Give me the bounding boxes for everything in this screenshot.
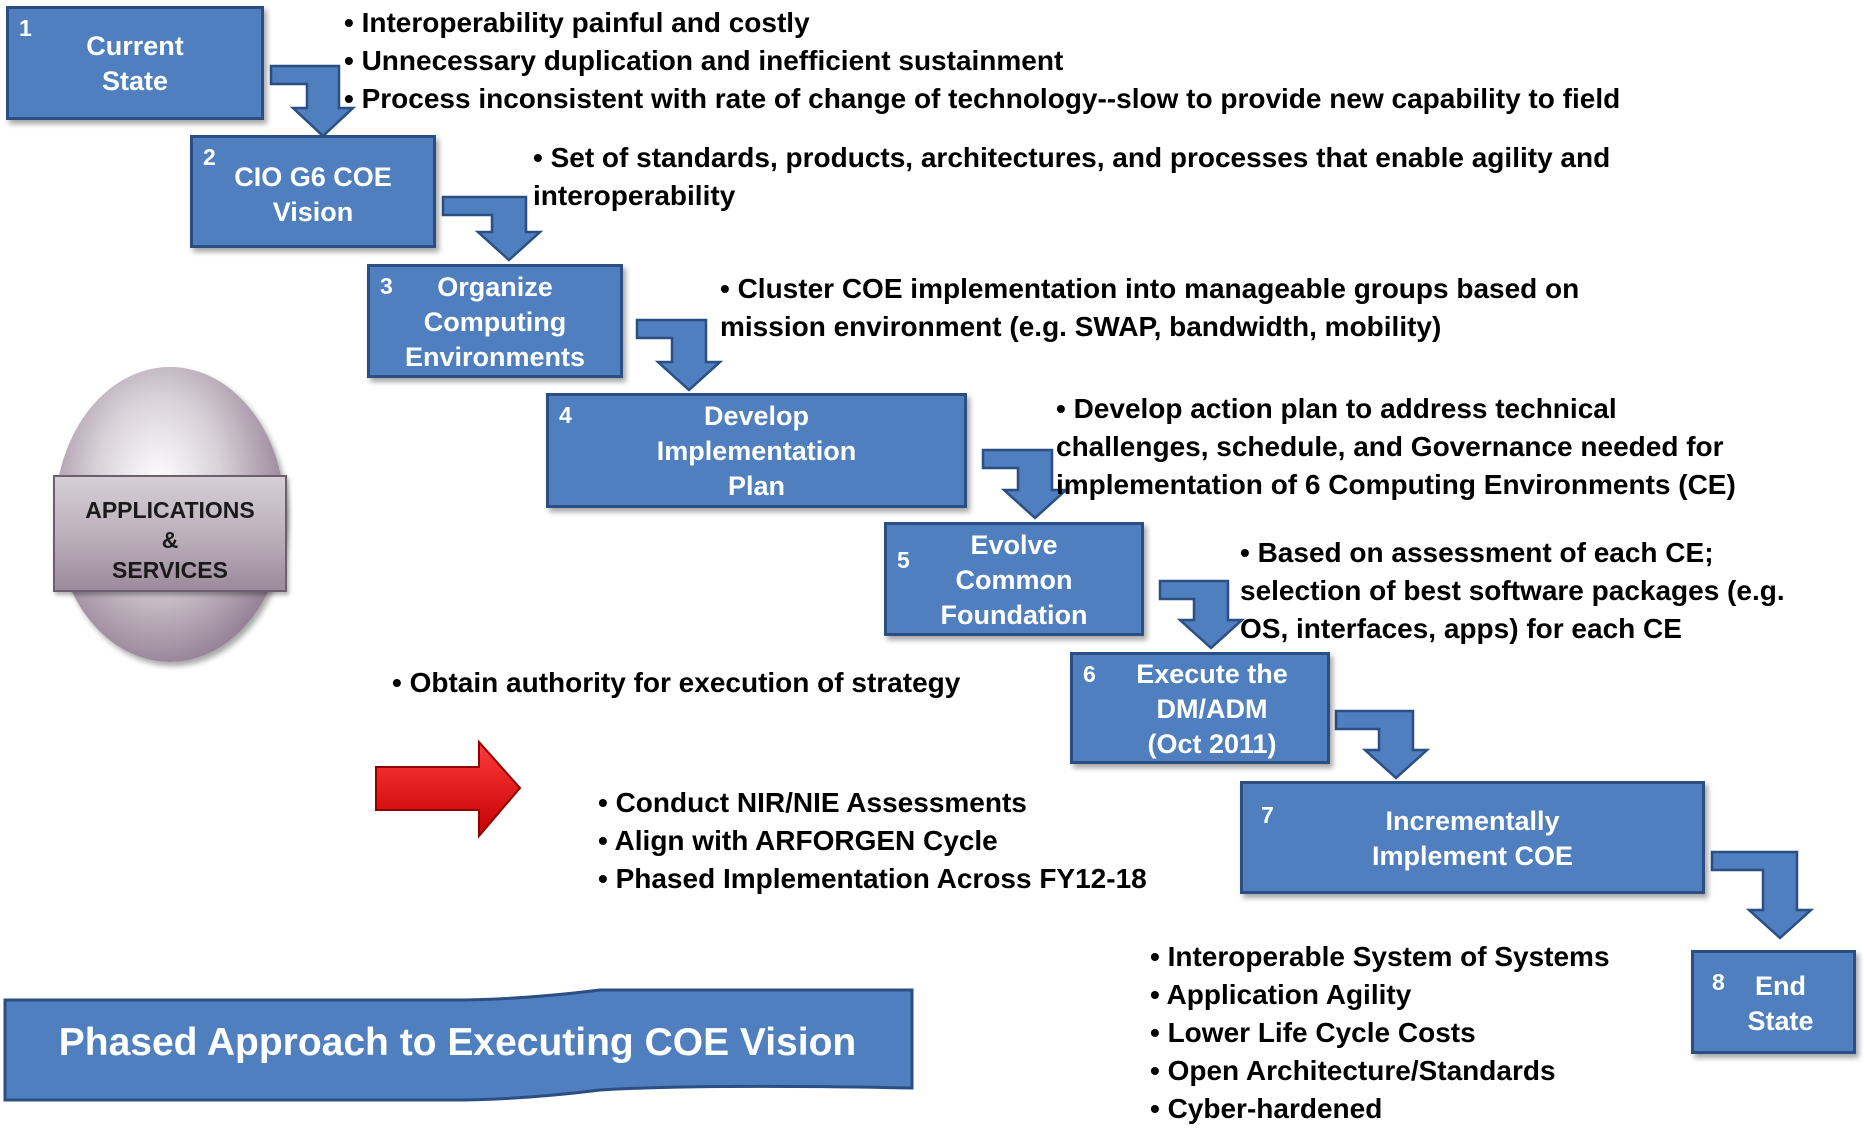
- connector-3-4: [635, 318, 724, 392]
- execute-bullet: • Obtain authority for execution of stra…: [392, 667, 961, 698]
- bullet-item: • Cluster COE implementation into manage…: [720, 273, 1580, 304]
- step-box-7: 7 Incrementally Implement COE: [1240, 781, 1705, 894]
- step-number: 1: [19, 15, 32, 41]
- red-arrow-icon: [375, 739, 522, 839]
- bullet-item: selection of best software packages (e.g…: [1240, 575, 1785, 606]
- step-label-line: Organize: [437, 272, 553, 302]
- step-label-line: Current: [86, 31, 184, 61]
- step-number: 7: [1261, 802, 1274, 828]
- connector-4-5: [981, 448, 1070, 520]
- band-line: &: [161, 527, 179, 553]
- step-label-line: Foundation: [940, 600, 1088, 630]
- bullet-item: implementation of 6 Computing Environmen…: [1056, 469, 1736, 500]
- step-label-line: End: [1755, 971, 1806, 1001]
- bullet-item: • Process inconsistent with rate of chan…: [344, 83, 1621, 114]
- step-label-line: State: [101, 66, 169, 96]
- applications-services-band: [53, 475, 287, 592]
- current-state-bullets: • Interoperability painful and costly • …: [344, 4, 1620, 118]
- step-label-line: Implement COE: [1371, 841, 1574, 871]
- bullet-item: • Align with ARFORGEN Cycle: [598, 825, 998, 856]
- step-label-line: Develop: [703, 401, 810, 431]
- step-box-6: 6 Execute the DM/ADM (Oct 2011): [1070, 652, 1330, 764]
- connector-6-7: [1334, 709, 1431, 780]
- step-number: 8: [1712, 969, 1725, 995]
- bullet-item: • Based on assessment of each CE;: [1240, 537, 1714, 568]
- bullet-item: • Open Architecture/Standards: [1150, 1055, 1556, 1086]
- step-label-line: Execute the: [1136, 659, 1288, 689]
- end-state-bullets: • Interoperable System of Systems • Appl…: [1150, 938, 1610, 1128]
- step-number: 2: [203, 144, 216, 170]
- banner-title: Phased Approach to Executing COE Vision: [58, 1021, 857, 1064]
- step-label-line: State: [1747, 1006, 1814, 1036]
- evolve-bullets: • Based on assessment of each CE; select…: [1240, 534, 1785, 648]
- connector-5-6: [1158, 579, 1246, 650]
- step-number: 5: [897, 547, 910, 573]
- bullet-item: • Develop action plan to address technic…: [1056, 393, 1617, 424]
- bullet-item: OS, interfaces, apps) for each CE: [1240, 613, 1682, 644]
- step-label-line: Common: [955, 565, 1073, 595]
- step-box-4: 4 Develop Implementation Plan: [546, 393, 967, 508]
- organize-bullets: • Cluster COE implementation into manage…: [720, 270, 1579, 346]
- step-label-line: Plan: [727, 471, 786, 501]
- connector-1-2: [269, 64, 357, 138]
- step-label-line: Implementation: [656, 436, 857, 466]
- bullet-item: challenges, schedule, and Governance nee…: [1056, 431, 1724, 462]
- step-number: 4: [559, 402, 572, 428]
- bullet-item: • Unnecessary duplication and inefficien…: [344, 45, 1064, 76]
- step-label-line: Vision: [272, 197, 354, 227]
- bullet-item: • Phased Implementation Across FY12-18: [598, 863, 1147, 894]
- step-label-line: (Oct 2011): [1147, 729, 1277, 759]
- bullet-item: • Interoperability painful and costly: [344, 7, 810, 38]
- bullet-item: • Cyber-hardened: [1150, 1093, 1383, 1124]
- step-label-line: DM/ADM: [1156, 694, 1268, 724]
- bullet-item: mission environment (e.g. SWAP, bandwidt…: [720, 311, 1442, 342]
- bullet-item: • Conduct NIR/NIE Assessments: [598, 787, 1027, 818]
- step-box-2: 2 CIO G6 COE Vision: [190, 135, 436, 248]
- step-box-5: 5 Evolve Common Foundation: [884, 522, 1144, 636]
- step-label-line: CIO G6 COE: [234, 162, 392, 192]
- step-label-line: Evolve: [970, 530, 1058, 560]
- step-number: 6: [1083, 661, 1096, 687]
- bullet-item: • Application Agility: [1150, 979, 1412, 1010]
- bullet-item: • Interoperable System of Systems: [1150, 941, 1610, 972]
- step-label-line: Computing: [423, 307, 567, 337]
- step-label-line: Incrementally: [1385, 806, 1560, 836]
- step-number: 3: [380, 273, 393, 299]
- step-box-1: 1 Current State: [6, 6, 264, 120]
- develop-bullets: • Develop action plan to address technic…: [1056, 390, 1736, 504]
- step-box-3: 3 Organize Computing Environments: [367, 264, 623, 378]
- step-label-line: Environments: [404, 342, 586, 372]
- step-box-8: 8 End State: [1691, 950, 1856, 1054]
- bullet-item: • Lower Life Cycle Costs: [1150, 1017, 1476, 1048]
- implement-bullets: • Conduct NIR/NIE Assessments • Align wi…: [598, 784, 1147, 898]
- connector-7-8: [1710, 850, 1815, 940]
- band-line: SERVICES: [112, 557, 228, 583]
- vision-bullet: • Set of standards, products, architectu…: [533, 142, 1611, 211]
- connector-2-3: [441, 195, 544, 262]
- band-line: APPLICATIONS: [85, 497, 255, 523]
- banner-shape: [3, 988, 914, 1102]
